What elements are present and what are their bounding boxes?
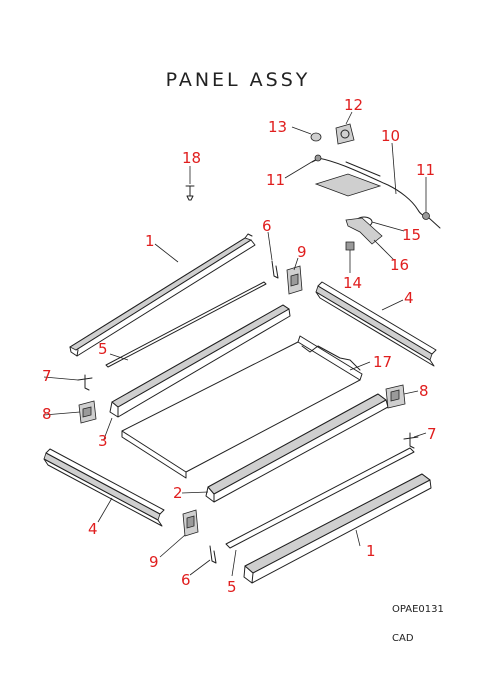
callout-1-lower: 1 (366, 542, 376, 560)
callout-2: 2 (173, 484, 183, 502)
callout-14: 14 (343, 274, 362, 292)
part-11-connector-left (314, 154, 322, 162)
part-4-right-channel (315, 281, 437, 367)
part-1-lower-rail (243, 473, 432, 584)
leader-lines (43, 111, 427, 577)
callout-11-left: 11 (266, 171, 285, 189)
part-9-bracket-upper (286, 265, 303, 295)
callout-13: 13 (268, 118, 287, 136)
part-7-screw-right (403, 432, 419, 449)
callout-18: 18 (182, 149, 201, 167)
part-11-connector-right (422, 212, 441, 229)
callout-7-left: 7 (42, 367, 52, 385)
part-8-bracket-left (78, 400, 97, 424)
callout-16: 16 (390, 256, 409, 274)
callout-7-right: 7 (427, 425, 437, 443)
diagram-title: PANEL ASSY (166, 69, 311, 91)
callout-9-lower: 9 (149, 553, 159, 571)
callout-11-right: 11 (416, 161, 435, 179)
callout-6-upper: 6 (262, 217, 272, 235)
callout-8-left: 8 (42, 405, 52, 423)
callout-4-left: 4 (88, 520, 98, 538)
cad-label: CAD (392, 633, 414, 644)
callout-12: 12 (344, 96, 363, 114)
part-17-tray (121, 335, 363, 479)
callout-6-lower: 6 (181, 571, 191, 589)
part-12-clamp (335, 123, 355, 145)
part-13-cap (310, 132, 322, 142)
part-7-screw-left (77, 374, 93, 391)
callout-17: 17 (373, 353, 392, 371)
part-3-middle-rail (109, 304, 291, 418)
part-6-clip-lower (209, 545, 217, 564)
part-5-lower-strip (225, 447, 415, 549)
callout-5-lower: 5 (227, 578, 237, 596)
part-1-upper-rail (69, 233, 256, 357)
part-18-bolt (185, 185, 195, 201)
part-10-cable (311, 157, 429, 219)
part-4-left-channel (43, 448, 165, 527)
callout-5-upper: 5 (98, 340, 108, 358)
callout-4-right: 4 (404, 289, 414, 307)
part-14-nut (345, 241, 355, 251)
part-5-upper-strip (105, 281, 267, 368)
part-6-clip-upper (271, 260, 279, 279)
part-16-lever (345, 217, 383, 245)
part-8-bracket-right (385, 384, 406, 409)
callout-10: 10 (381, 127, 400, 145)
callout-1-upper: 1 (145, 232, 155, 250)
callout-3: 3 (98, 432, 108, 450)
part-2-lower-rail (205, 393, 389, 503)
callout-9-upper: 9 (297, 243, 307, 261)
callout-15: 15 (402, 226, 421, 244)
callout-8-right: 8 (419, 382, 429, 400)
part-9-bracket-lower (182, 509, 199, 537)
drawing-code: OPAE0131 (392, 604, 444, 615)
